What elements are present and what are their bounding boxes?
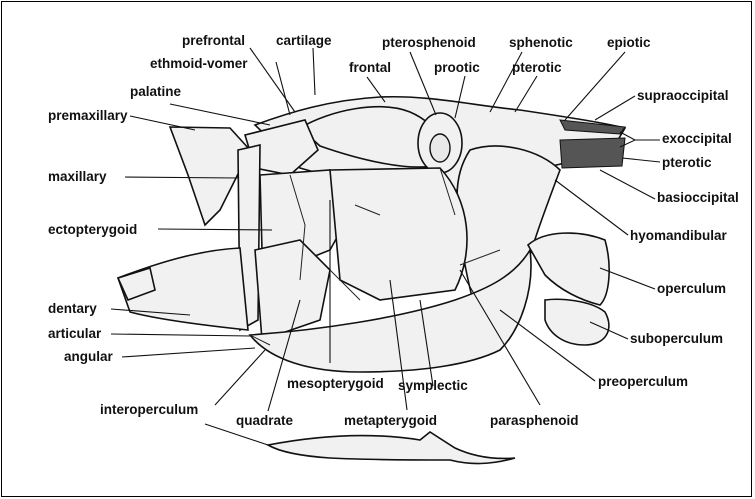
label-ectopterygoid: ectopterygoid: [48, 222, 137, 237]
label-operculum: operculum: [657, 281, 726, 296]
label-hyomandibular: hyomandibular: [630, 228, 728, 243]
label-sphenotic: sphenotic: [509, 35, 573, 50]
prootic-inner: [430, 134, 450, 162]
label-articular: articular: [48, 326, 102, 341]
label-pterosphenoid: pterosphenoid: [382, 35, 476, 50]
label-premaxillary: premaxillary: [48, 108, 128, 123]
label-pterotic-right: pterotic: [662, 155, 712, 170]
label-mesopterygoid: mesopterygoid: [287, 376, 384, 391]
label-epiotic: epiotic: [607, 35, 651, 50]
operculum-shape: [528, 233, 609, 305]
interoperculum-shape: [268, 432, 515, 464]
label-palatine: palatine: [130, 84, 182, 99]
label-parasphenoid: parasphenoid: [490, 413, 579, 428]
label-maxillary: maxillary: [48, 169, 107, 184]
exoccipital-region: [560, 138, 625, 168]
label-quadrate: quadrate: [236, 413, 294, 428]
label-basioccipital: basioccipital: [657, 190, 739, 205]
label-symplectic: symplectic: [398, 378, 468, 393]
skull-illustration: [118, 97, 625, 372]
label-dentary: dentary: [48, 301, 97, 316]
label-suboperculum: suboperculum: [630, 331, 723, 346]
label-supraoccipital: supraoccipital: [637, 88, 729, 103]
label-cartilage: cartilage: [276, 33, 332, 48]
label-exoccipital: exoccipital: [662, 131, 732, 146]
label-frontal: frontal: [349, 60, 391, 75]
label-ethmoid-vomer: ethmoid-vomer: [150, 56, 248, 71]
label-prefrontal: prefrontal: [182, 33, 245, 48]
label-angular: angular: [64, 349, 114, 364]
label-interoperculum: interoperculum: [100, 402, 198, 417]
label-pterotic-top: pterotic: [512, 60, 562, 75]
label-metapterygoid: metapterygoid: [344, 413, 437, 428]
label-preoperculum: preoperculum: [598, 374, 688, 389]
label-prootic: prootic: [434, 60, 480, 75]
suboperculum-shape: [545, 299, 609, 345]
